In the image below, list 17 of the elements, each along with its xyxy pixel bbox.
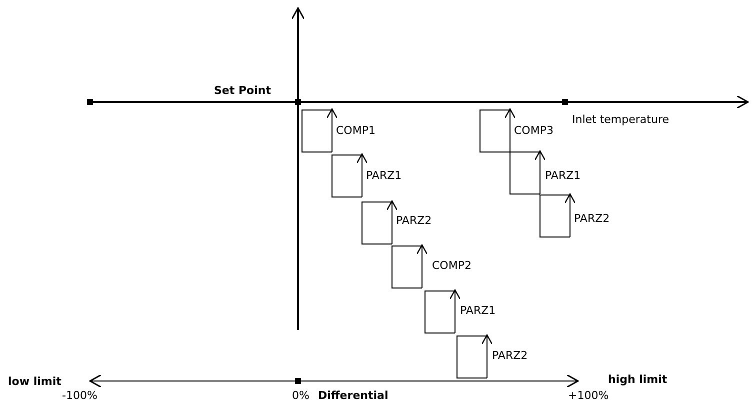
stage-label: PARZ1 bbox=[366, 169, 402, 182]
stage-label: PARZ1 bbox=[460, 304, 496, 317]
limit-label: low limit bbox=[8, 375, 62, 388]
axis-title: Inlet temperature bbox=[572, 113, 669, 126]
stage-label: COMP3 bbox=[514, 124, 554, 137]
axis-title: Differential bbox=[318, 389, 388, 402]
stage-label: PARZ1 bbox=[545, 169, 581, 182]
stage-label: PARZ2 bbox=[396, 214, 432, 227]
scale-value: -100% bbox=[62, 389, 98, 402]
stage-label: PARZ2 bbox=[492, 349, 528, 362]
set-point-label: Set Point bbox=[214, 84, 271, 97]
stage-label: COMP1 bbox=[336, 124, 376, 137]
limit-label: high limit bbox=[608, 373, 668, 386]
stage-label: PARZ2 bbox=[574, 212, 610, 225]
scale-value: +100% bbox=[568, 389, 609, 402]
scale-value: 0% bbox=[292, 389, 310, 402]
stage-label: COMP2 bbox=[432, 259, 472, 272]
